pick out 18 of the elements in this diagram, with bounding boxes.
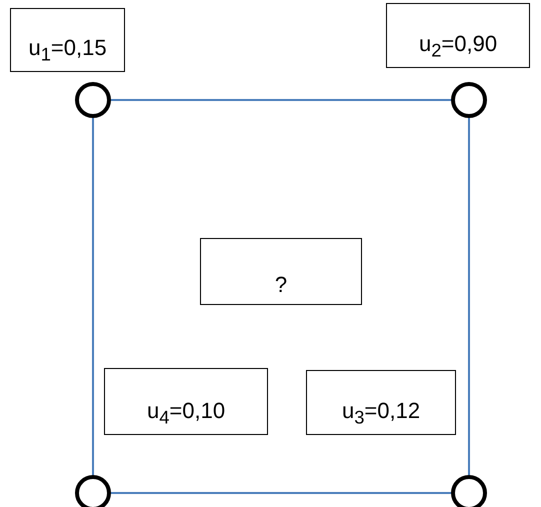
value-box xyxy=(386,3,530,68)
connector-line xyxy=(111,99,451,101)
value-text: u$_{1}$=0,15 xyxy=(28,34,107,65)
node-circle xyxy=(75,82,111,118)
value-box xyxy=(104,368,268,435)
node-circle xyxy=(451,475,487,507)
value-text: u$_{4}$=0,10 xyxy=(146,398,226,428)
connector-line xyxy=(468,118,470,475)
value-box xyxy=(200,238,362,305)
value-text: u$_{3}$=0,12 xyxy=(342,398,420,428)
connector-line xyxy=(92,118,94,475)
connector-line xyxy=(111,492,451,494)
value-box xyxy=(306,370,456,435)
value-box xyxy=(10,8,125,72)
node-circle xyxy=(451,82,487,118)
node-circle xyxy=(75,475,111,507)
value-text: ? xyxy=(274,272,288,298)
value-text: u$_{2}$=0,90 xyxy=(418,30,498,61)
